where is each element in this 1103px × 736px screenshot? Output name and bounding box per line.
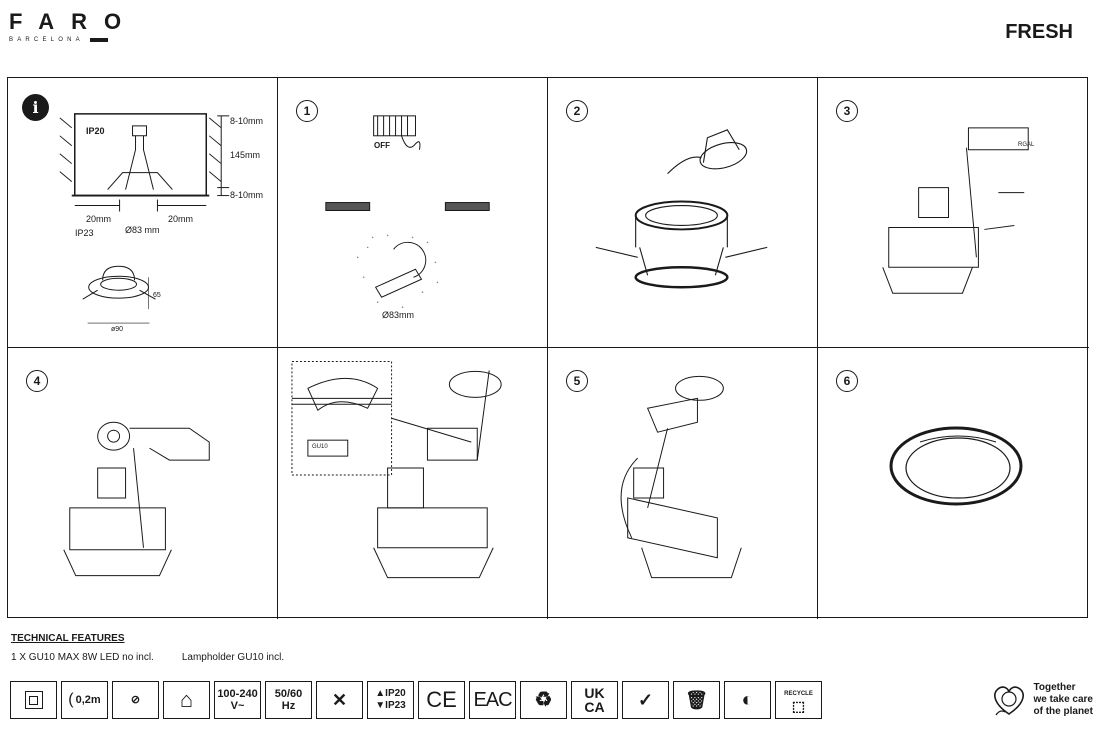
tech-line-1: 1 X GU10 MAX 8W LED no incl. — [11, 652, 154, 663]
step-number: 1 — [296, 100, 318, 122]
weee-bin-icon: 🗑 — [673, 681, 720, 719]
planet-line-3: of the planet — [1033, 706, 1093, 717]
cut-diameter-label: Ø83mm — [382, 310, 415, 320]
panel-step-6: 6 — [818, 348, 1089, 619]
ip-inside-label: IP20 — [86, 126, 105, 136]
ip-rating-icon: ▲IP20▼IP23 — [367, 681, 414, 719]
brand-logo: FARO BARCELONA — [9, 9, 149, 44]
gu10-label: GU10 — [312, 444, 328, 450]
switch-off-label: OFF — [374, 141, 390, 150]
dim-middle: 145mm — [230, 150, 261, 160]
rohs-icon: ✓ — [622, 681, 669, 719]
house-icon: ⌂ — [163, 681, 210, 719]
rgal-label: RGAL — [1018, 142, 1035, 148]
ce-mark-icon: CE — [418, 681, 465, 719]
no-insulation-icon: ⊘ — [112, 681, 159, 719]
panel-step-3: 3 RGAL — [818, 78, 1089, 348]
panel-step-2: 2 — [548, 78, 818, 348]
no-dimmer-icon: ✕ — [316, 681, 363, 719]
wiring-illustration — [291, 360, 502, 579]
heart-globe-icon — [993, 686, 1024, 716]
recycling-icon: ♻ — [520, 681, 567, 719]
step-3-illustration — [882, 127, 1029, 294]
step-2-illustration — [595, 129, 768, 289]
dim-right: 20mm — [168, 214, 194, 224]
step-4-illustration — [63, 421, 210, 577]
panel-step-1: 1 OFF Ø83mm — [278, 78, 548, 348]
step-5-illustration — [620, 375, 742, 579]
class-ii-icon — [10, 681, 57, 719]
height-label: 65 — [153, 292, 161, 299]
dim-bottom: 8-10mm — [230, 190, 264, 200]
width-label: ø90 — [111, 326, 124, 333]
recycle-box-icon: RECYCLE⬚ — [775, 681, 822, 719]
panel-step-4: 4 — [8, 348, 278, 619]
diameter-label: Ø83 mm — [125, 225, 160, 235]
green-dot-icon: ◐ — [724, 681, 771, 719]
ip-outside-label: IP23 — [75, 228, 94, 238]
ceiling-cutout-diagram — [59, 113, 230, 324]
step-1-illustration — [325, 115, 490, 308]
tech-line-2: Lampholder GU10 incl. — [181, 652, 285, 663]
info-icon: i — [22, 94, 49, 121]
instruction-grid: i IP20 — [7, 77, 1089, 619]
step-number: 2 — [566, 100, 588, 122]
dim-left: 20mm — [86, 214, 112, 224]
panel-info: i IP20 — [8, 78, 278, 348]
planet-line-1: Together — [1033, 682, 1076, 693]
product-name: FRESH — [1005, 21, 1073, 43]
panel-step-4-detail: GU10 — [278, 348, 548, 619]
technical-features-line: 1 X GU10 MAX 8W LED no incl. Lampholder … — [11, 652, 284, 663]
step-number: 5 — [566, 370, 588, 392]
dim-top: 8-10mm — [230, 116, 264, 126]
panel-step-5: 5 — [548, 348, 818, 619]
step-number: 3 — [836, 100, 858, 122]
distance-icon: (0,2m — [61, 681, 108, 719]
step-6-illustration — [889, 426, 1023, 506]
technical-features-title: TECHNICAL FEATURES — [11, 633, 125, 644]
eac-mark-icon: EAC — [469, 681, 516, 719]
planet-badge: Together we take care of the planet — [990, 682, 1094, 718]
planet-line-2: we take care — [1033, 694, 1094, 705]
step-number: 6 — [836, 370, 858, 392]
brand-name: FARO — [9, 9, 139, 34]
brand-tagline: BARCELONA — [9, 37, 149, 43]
step-number: 4 — [26, 370, 48, 392]
